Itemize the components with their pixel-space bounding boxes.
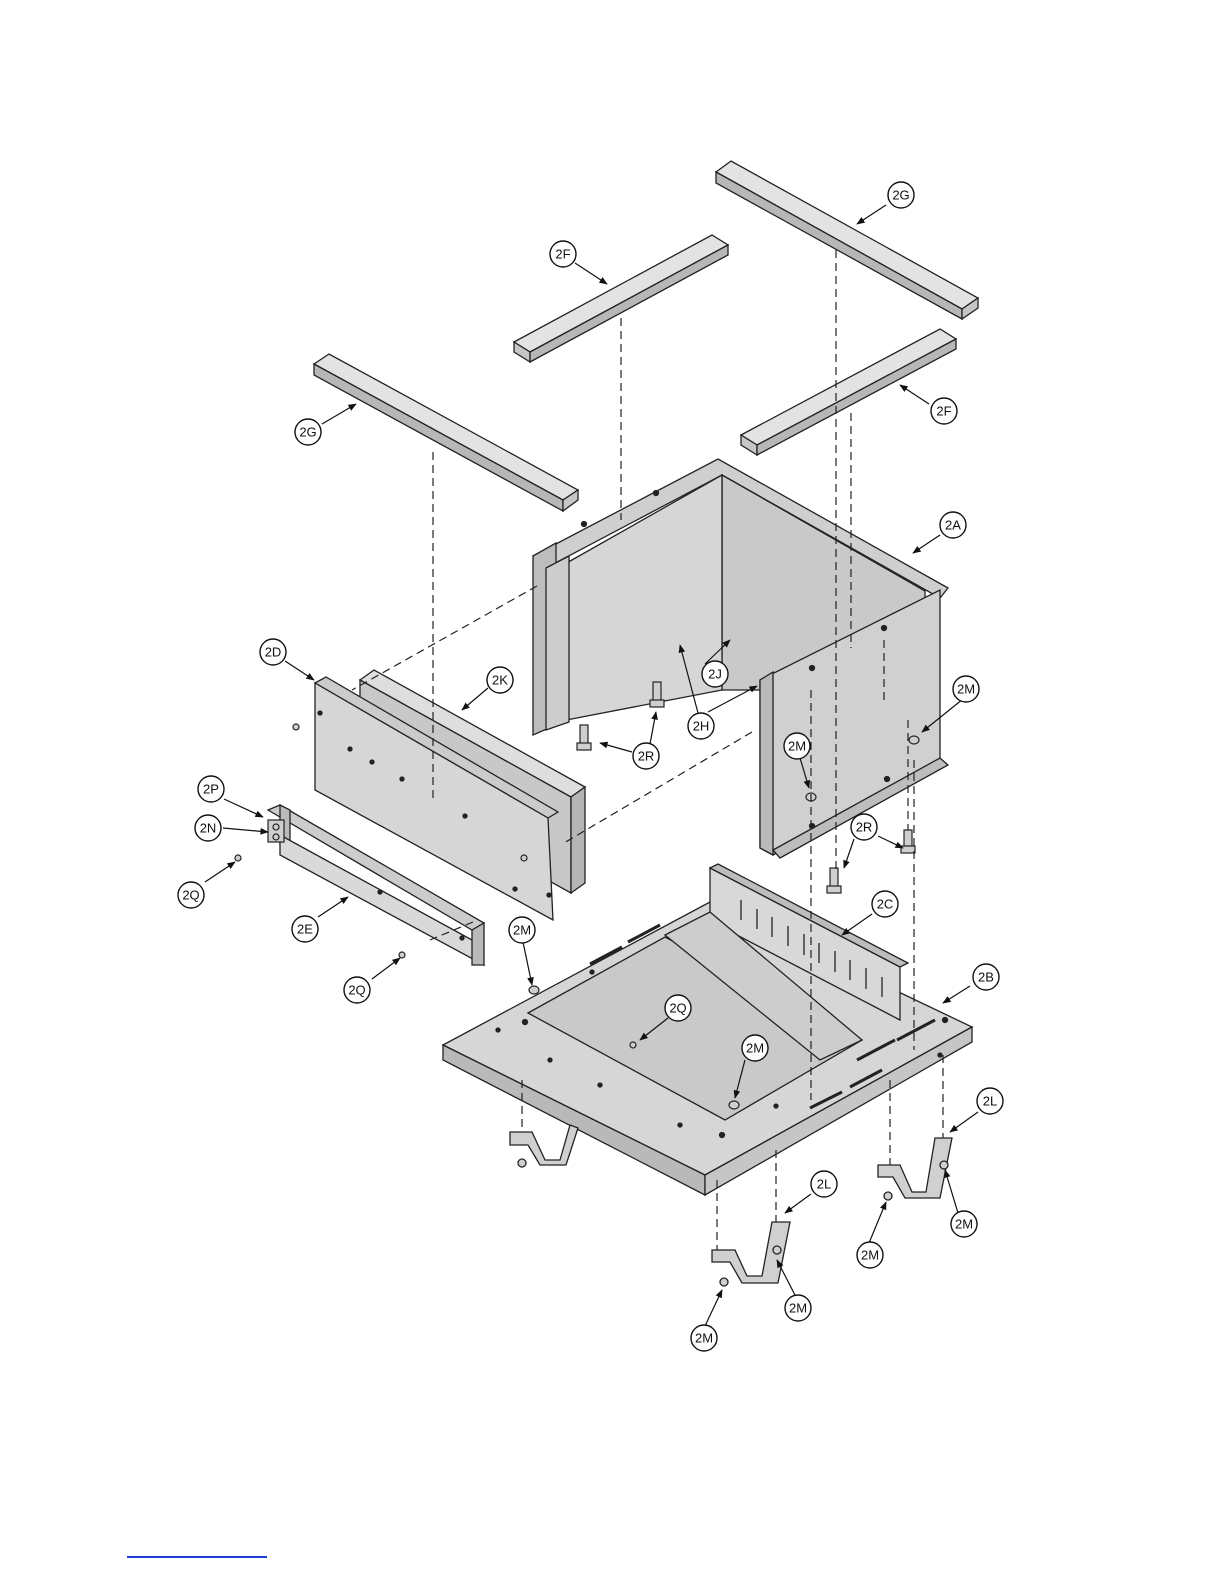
casing-2a: [533, 459, 948, 858]
callout-label: 2G: [299, 425, 316, 440]
callout-label: 2P: [203, 782, 219, 797]
callout: 2Q: [178, 882, 204, 908]
bar-2g-right: [716, 161, 978, 319]
callout-label: 2L: [983, 1094, 997, 1109]
callout: 2M: [857, 1242, 883, 1268]
callout-label: 2E: [297, 922, 313, 937]
callout-label: 2F: [936, 404, 951, 419]
callout: 2B: [973, 964, 999, 990]
callout-label: 2M: [788, 739, 806, 754]
callout-label: 2M: [861, 1248, 879, 1263]
callout-label: 2D: [265, 645, 282, 660]
callout: 2F: [550, 241, 576, 267]
callout: 2M: [951, 1211, 977, 1237]
callout-label: 2C: [877, 897, 894, 912]
callout-label: 2B: [978, 970, 994, 985]
callout: 2F: [931, 398, 957, 424]
callout-label: 2M: [513, 923, 531, 938]
callout-label: 2F: [555, 247, 570, 262]
callout: 2M: [691, 1325, 717, 1351]
callout-label: 2A: [945, 518, 961, 533]
callout: 2M: [509, 917, 535, 943]
callout: 2R: [633, 743, 659, 769]
callout: 2K: [487, 667, 513, 693]
callout: 2A: [940, 512, 966, 538]
callout-label: 2M: [746, 1041, 764, 1056]
callout-label: 2M: [789, 1301, 807, 1316]
callout-label: 2G: [892, 188, 909, 203]
foot-2l-front: [712, 1222, 790, 1286]
callout-label: 2Q: [348, 983, 365, 998]
callout: 2J: [702, 661, 728, 687]
callout: 2E: [292, 916, 318, 942]
callout: 2G: [295, 419, 321, 445]
callout: 2G: [888, 182, 914, 208]
callout: 2H: [688, 713, 714, 739]
bar-2g-left: [314, 354, 578, 511]
callout: 2N: [195, 815, 221, 841]
callout-label: 2M: [695, 1331, 713, 1346]
callout: 2Q: [344, 977, 370, 1003]
callout-label: 2R: [856, 820, 873, 835]
callout-label: 2K: [492, 673, 508, 688]
callout: 2D: [260, 639, 286, 665]
bar-2f-lower: [741, 329, 956, 455]
callout: 2M: [742, 1035, 768, 1061]
callout-label: 2N: [200, 821, 217, 836]
foot-2l-right: [878, 1138, 952, 1200]
callout: 2M: [785, 1295, 811, 1321]
callout: 2M: [784, 733, 810, 759]
callout-label: 2L: [817, 1177, 831, 1192]
foot-2l-rear-left: [510, 1125, 578, 1167]
callout-label: 2J: [708, 667, 722, 682]
callout: 2P: [198, 776, 224, 802]
callout: 2L: [811, 1171, 837, 1197]
callout-label: 2M: [955, 1217, 973, 1232]
callout: 2M: [953, 676, 979, 702]
callout-label: 2Q: [669, 1001, 686, 1016]
bar-2f-upper: [514, 235, 728, 362]
callout: 2L: [977, 1088, 1003, 1114]
callout-label: 2H: [693, 719, 710, 734]
callout: 2R: [851, 814, 877, 840]
callout: 2C: [872, 891, 898, 917]
footer-rule: [127, 1556, 267, 1558]
callout: 2Q: [665, 995, 691, 1021]
callout-label: 2M: [957, 682, 975, 697]
callout-label: 2R: [638, 749, 655, 764]
callout-label: 2Q: [182, 888, 199, 903]
bracket-2p: [268, 820, 284, 842]
